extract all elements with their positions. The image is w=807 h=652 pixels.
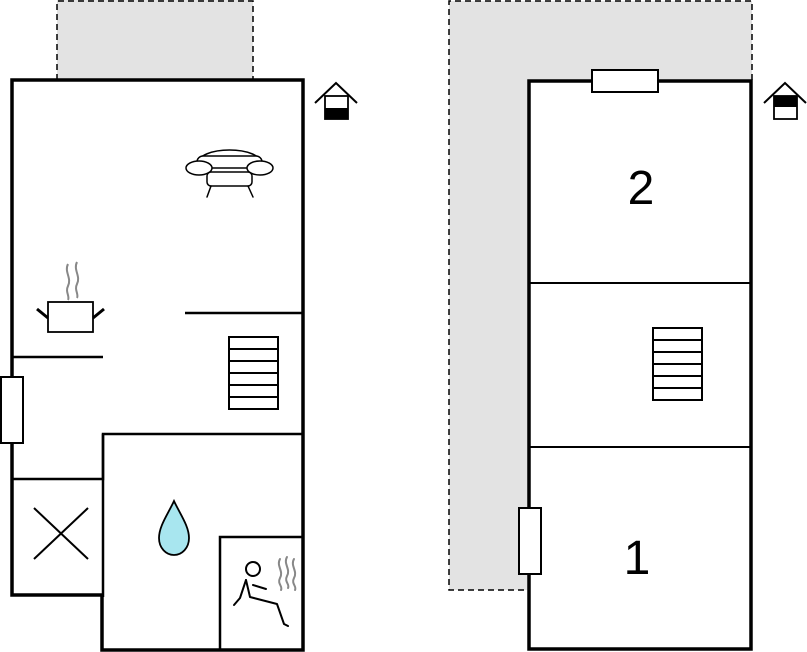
sofa-icon <box>185 149 274 198</box>
room-label-1: 1 <box>624 532 651 585</box>
ground-floor-outer-wall <box>10 78 305 652</box>
window-side <box>518 507 542 575</box>
room-label-2: 2 <box>628 162 655 215</box>
stairs-icon <box>652 327 703 401</box>
window-left <box>0 376 24 444</box>
water-drop-icon <box>158 498 190 556</box>
terrace-side <box>449 1 752 590</box>
cooking-pot-icon <box>36 261 105 333</box>
stairs-icon <box>228 336 279 410</box>
terrace-top-outline <box>56 0 254 80</box>
terrace-top <box>57 0 253 80</box>
upper-floor-outer-wall <box>527 79 753 651</box>
window-top <box>591 69 659 93</box>
ground-floor-plan <box>0 0 358 652</box>
floor-indicator-upper-icon <box>763 81 807 120</box>
upper-floor-plan: 2 1 <box>448 0 807 651</box>
sauna-icon <box>233 556 297 627</box>
floor-indicator-lower-icon <box>314 81 358 120</box>
wall-sauna <box>218 535 303 650</box>
terrace-side-outline <box>448 0 753 591</box>
cross-icon <box>33 507 89 560</box>
